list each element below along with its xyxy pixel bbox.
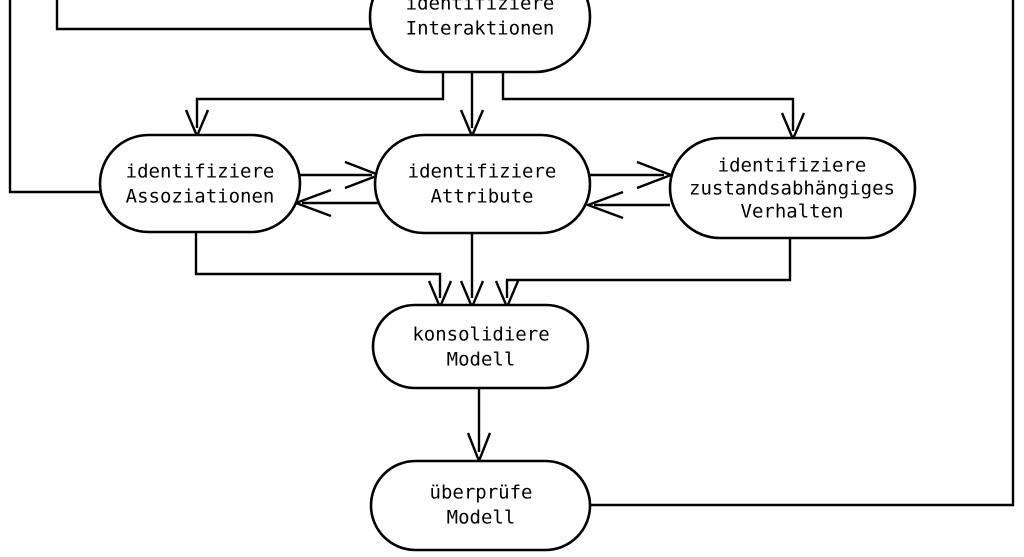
edge-assoziationen-left-loop [8,0,100,194]
edge-ueberpruefe-right-loop [590,0,1015,507]
node-konsolidiere-line1: konsolidiere [412,324,549,346]
edge-zustandsverhalten-konsolidiere [505,238,792,298]
node-ueberpruefe[interactable] [369,459,592,552]
node-zustandsverhalten-line2: zustandsabhängiges [689,178,895,200]
edge-interaktionen-assoziationen [195,72,445,128]
node-interaktionen-line1: identifiziere [406,0,555,15]
node-konsolidiere-line2: Modell [447,349,516,371]
node-zustandsverhalten-line1: identifiziere [718,155,867,177]
node-assoziationen-line1: identifiziere [126,161,275,183]
edge-interaktionen-zustandsverhalten [501,72,795,131]
node-assoziationen-line2: Assoziationen [126,186,275,208]
node-konsolidiere[interactable] [371,303,590,390]
node-interaktionen-line2: Interaktionen [406,18,555,40]
node-interaktionen[interactable] [368,0,592,74]
node-zustandsverhalten-line3: Verhalten [741,201,844,223]
arrowhead-zustandsverhalten-attribute [584,190,624,220]
node-zustandsverhalten[interactable] [668,136,917,240]
node-ueberpruefe-line2: Modell [447,507,516,529]
node-ueberpruefe-line1: überprüfe [430,482,533,504]
node-attribute-line2: Attribute [431,186,534,208]
edge-offscreen-to-interaktionen [55,0,372,31]
node-attribute-line1: identifiziere [408,161,557,183]
node-attribute[interactable] [373,133,592,235]
edge-assoziationen-konsolidiere [194,232,442,298]
node-assoziationen[interactable] [98,133,302,234]
